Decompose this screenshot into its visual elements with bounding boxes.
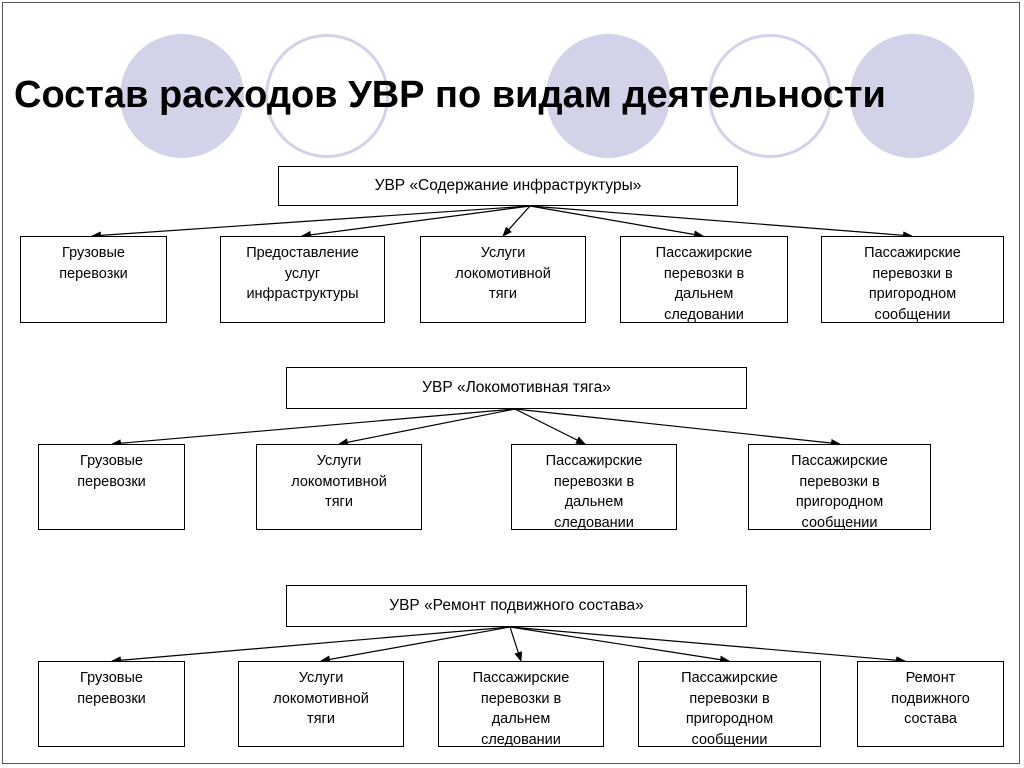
decor-circle: [265, 34, 389, 158]
node-locomotive-services: Услуги локомотивной тяги: [420, 236, 586, 323]
decor-circle: [850, 34, 974, 158]
connector-arrow: [529, 205, 913, 240]
connector-arrow: [514, 408, 586, 445]
connector-arrow: [509, 626, 523, 662]
node-suburban-passenger: Пассажирские перевозки в пригородном соо…: [821, 236, 1004, 323]
connector-arrow: [91, 205, 531, 240]
group-header-locomotive: УВР «Локомотивная тяга»: [286, 367, 747, 409]
node-rolling-stock-repair: Ремонт подвижного состава: [857, 661, 1004, 747]
connector-arrow: [502, 205, 531, 237]
connector-arrow: [111, 408, 516, 448]
connector-arrow: [509, 626, 906, 665]
node-infrastructure-services: Предоставление услуг инфраструктуры: [220, 236, 385, 323]
node-long-distance-passenger: Пассажирские перевозки в дальнем следова…: [511, 444, 677, 530]
decor-circle: [546, 34, 670, 158]
node-suburban-passenger: Пассажирские перевозки в пригородном соо…: [638, 661, 821, 747]
node-long-distance-passenger: Пассажирские перевозки в дальнем следова…: [620, 236, 788, 323]
connector-arrow: [514, 408, 841, 448]
connector-arrow: [529, 205, 704, 239]
node-long-distance-passenger: Пассажирские перевозки в дальнем следова…: [438, 661, 604, 747]
connector-arrow: [111, 626, 511, 665]
node-freight: Грузовые перевозки: [38, 661, 185, 747]
node-suburban-passenger: Пассажирские перевозки в пригородном соо…: [748, 444, 931, 530]
node-locomotive-services: Услуги локомотивной тяги: [256, 444, 422, 530]
node-freight: Грузовые перевозки: [20, 236, 167, 323]
decor-circle: [708, 34, 832, 158]
slide-title: Состав расходов УВР по видам деятельност…: [14, 74, 886, 116]
node-locomotive-services: Услуги локомотивной тяги: [238, 661, 404, 747]
connector-arrow: [320, 626, 511, 664]
connector-arrow: [338, 408, 516, 447]
node-freight: Грузовые перевозки: [38, 444, 185, 530]
group-header-infrastructure: УВР «Содержание инфраструктуры»: [278, 166, 738, 206]
connector-arrow: [509, 626, 730, 664]
decor-circle: [120, 34, 244, 158]
connector-arrow: [301, 205, 531, 239]
group-header-rolling-stock-repair: УВР «Ремонт подвижного состава»: [286, 585, 747, 627]
